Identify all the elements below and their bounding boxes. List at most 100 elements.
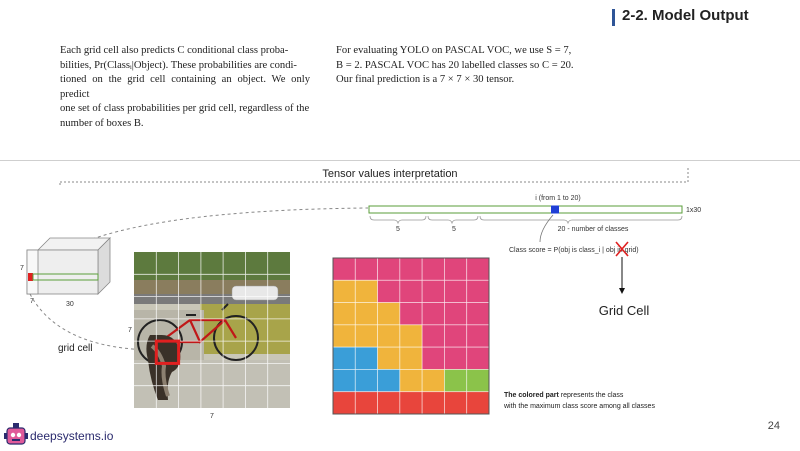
class-map-caption-line2: with the maximum class score among all c… [503,403,655,410]
cube-to-vector-connector [69,207,369,249]
class-map-cell [421,302,445,326]
down-arrow-head [619,288,625,294]
paper-paragraph-left: Each grid cell also predicts C condition… [60,44,310,131]
input-image [134,252,290,408]
paper-left-line: one set of class probabilities per grid … [60,103,310,114]
class-map-cell [421,346,445,370]
brace-box1 [369,215,427,225]
class-map-cell [421,391,445,415]
class-map-cell [332,324,356,348]
class-map-cell [377,346,401,370]
paper-right-line: B = 2. PASCAL VOC has 20 labelled classe… [336,59,574,71]
caption-rest: represents the class [559,392,624,399]
classes-size-label: 20 - number of classes [558,226,629,233]
class-map-cell [377,257,401,281]
image-width-label: 7 [210,413,214,420]
vector-size-label: 1x30 [686,207,701,214]
paper-left-line: number of boxes B. [60,117,144,129]
class-map-cell [444,369,468,393]
class-map-caption-line1: The colored part represents the class [504,392,624,399]
class-map-cell [444,324,468,348]
class-map-cell [354,391,378,415]
class-map-cell [377,391,401,415]
class-map-cell [421,279,445,303]
class-map-cell [466,346,490,370]
class-map-cell [466,324,490,348]
selected-grid-cell [154,339,181,365]
cube-depth-vector [32,273,99,281]
class-map-cell [421,257,445,281]
class-probability-map [332,257,490,415]
cube-depth-label: 30 [66,301,74,308]
class-index-label: i (from 1 to 20) [535,195,581,202]
class-map-cell [399,346,423,370]
grid-cell-result-label: Grid Cell [599,303,650,318]
class-map-cell [466,257,490,281]
class-map-cell [354,302,378,326]
class-map-cell [377,279,401,303]
class-index-cell [551,205,559,214]
class-map-cell [466,279,490,303]
cube-width-label: 7 [30,298,34,305]
class-map-cell [444,346,468,370]
class-map-border [332,257,490,415]
class-map-cell [399,369,423,393]
class-map-cell [421,324,445,348]
class-map-cell [332,279,356,303]
class-map-cell [399,391,423,415]
box1-size-label: 5 [396,226,400,233]
class-map-cell [444,279,468,303]
paper-right-line: Our final prediction is a 7 × 7 × 30 ten… [336,74,515,85]
brace-box2 [427,215,479,225]
class-map-cell [444,257,468,281]
class-map-cell [332,346,356,370]
cube-to-cell-connector [29,293,159,351]
paper-right-line: For evaluating YOLO on PASCAL VOC, we us… [336,45,572,56]
paper-left-line: tioned on the grid cell containing an ob… [60,74,310,100]
class-score-formula: Class score = P(obj is class_i | obj in … [509,247,639,254]
class-map-cell [332,391,356,415]
class-score-connector [539,214,554,243]
brand-name: deepsystems.io [30,429,114,443]
class-map-cell [332,369,356,393]
class-map-cell [399,324,423,348]
class-map-cell [399,302,423,326]
paper-paragraph-right: For evaluating YOLO on PASCAL VOC, we us… [336,44,594,88]
diagram-heading: Tensor values interpretation [322,168,457,180]
slide-title: 2-2. Model Output [622,7,749,24]
cross-out-mark [615,241,629,257]
class-map-cell [354,279,378,303]
class-map-cell [332,257,356,281]
class-map-cell [354,324,378,348]
paper-left-line: Each grid cell also predicts C condition… [60,45,289,56]
cube-cell-highlight [28,273,33,281]
class-map-cell [421,369,445,393]
class-map-cell [354,346,378,370]
class-map-cell [377,369,401,393]
tensor-vector [368,205,683,214]
class-map-cell [354,369,378,393]
dotted-frame [59,168,689,185]
class-map-cell [466,369,490,393]
class-map-cell [399,279,423,303]
class-map-cell [354,257,378,281]
class-map-cell [332,302,356,326]
class-map-cell [466,302,490,326]
tensor-diagram: Tensor values interpretation 1x30 i (fro… [20,168,701,420]
image-height-label: 7 [128,327,132,334]
class-map-cell [399,257,423,281]
brace-classes [479,215,683,225]
title-accent-bar [612,9,615,26]
page-number: 24 [767,420,780,432]
box2-size-label: 5 [452,226,456,233]
grid-cell-label: grid cell [58,343,92,354]
class-map-cell [444,391,468,415]
class-map-cell [466,391,490,415]
output-tensor-cube [26,237,111,295]
caption-bold-part: The colored part [504,392,560,399]
paper-left-line: bilities, Pr(Classᵢ|Object). These proba… [60,59,297,71]
cube-height-label: 7 [20,265,24,272]
class-map-cell [377,302,401,326]
class-map-cell [444,302,468,326]
class-map-cell [377,324,401,348]
